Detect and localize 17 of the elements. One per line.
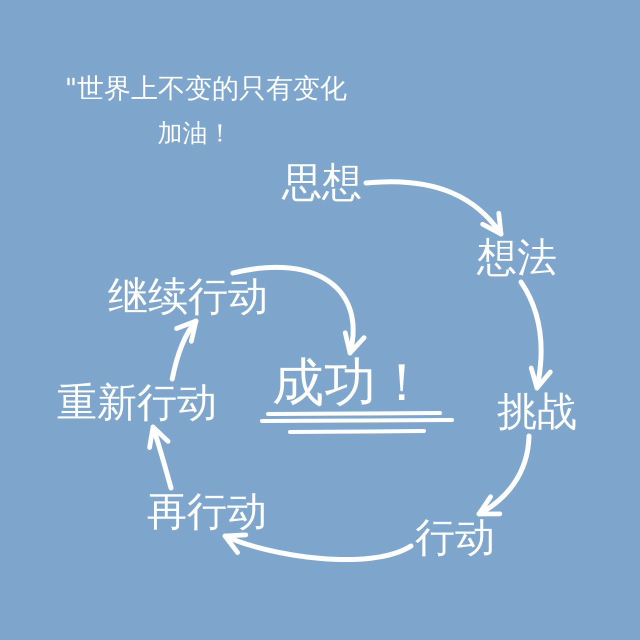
step-label: 想法 bbox=[477, 238, 557, 278]
step-label: 思想 bbox=[282, 163, 362, 203]
arrow bbox=[222, 532, 414, 562]
arrow bbox=[518, 280, 552, 390]
cheer-text: 加油！ bbox=[158, 120, 232, 146]
arrow bbox=[230, 264, 366, 356]
step-label: 行动 bbox=[415, 518, 495, 558]
step-label: 挑战 bbox=[497, 392, 577, 432]
quote-text: "世界上不变的只有变化 bbox=[64, 76, 348, 102]
step-label: 再行动 bbox=[147, 492, 267, 532]
step-label: 继续行动 bbox=[108, 277, 268, 317]
arrow bbox=[170, 318, 198, 382]
success-label: 成功！ bbox=[272, 357, 428, 409]
step-label: 重新行动 bbox=[57, 383, 217, 423]
arrow bbox=[364, 179, 504, 236]
arrow bbox=[476, 434, 532, 516]
arrow bbox=[147, 424, 174, 490]
